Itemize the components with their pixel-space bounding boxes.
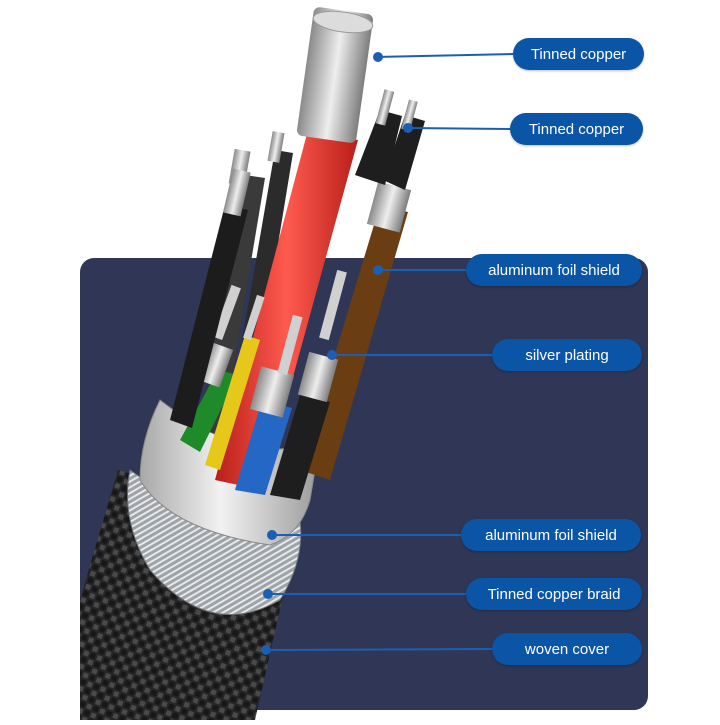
leader-dot-3 (373, 265, 383, 275)
leader-dot-7 (261, 645, 271, 655)
leader-line-1 (377, 53, 514, 58)
leader-line-7 (265, 648, 493, 651)
callout-aluminum-foil-shield-2: aluminum foil shield (461, 519, 641, 551)
leader-dot-1 (373, 52, 383, 62)
wire-yellow (205, 335, 260, 470)
wire-blue (235, 400, 292, 495)
leader-line-2 (407, 127, 511, 130)
leader-lines (261, 52, 514, 655)
callout-tinned-copper-2: Tinned copper (510, 113, 643, 145)
leader-dot-4 (327, 350, 337, 360)
callout-tinned-copper-1: Tinned copper (513, 38, 644, 70)
callout-silver-plating: silver plating (492, 339, 642, 371)
wire-red (215, 130, 358, 490)
callout-woven-cover: woven cover (492, 633, 642, 665)
wire-green (180, 370, 238, 452)
leader-dot-2 (403, 123, 413, 133)
leader-dot-5 (267, 530, 277, 540)
callout-aluminum-foil-shield-1: aluminum foil shield (466, 254, 642, 286)
leader-dot-6 (263, 589, 273, 599)
wire-black (270, 395, 330, 500)
callout-tinned-copper-braid: Tinned copper braid (466, 578, 642, 610)
